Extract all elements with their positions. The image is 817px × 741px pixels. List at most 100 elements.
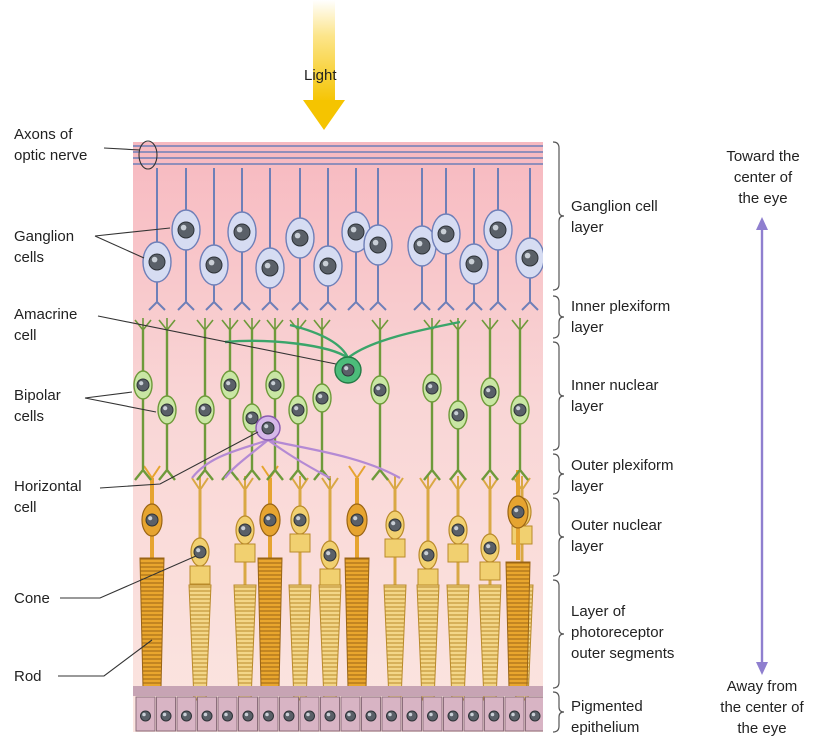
direction-bottom-label: Away from the center of the eye [698, 676, 817, 739]
nucleus [305, 711, 315, 721]
nucleus [452, 524, 464, 536]
nucleus [243, 711, 253, 721]
direction-top-label: Toward the center of the eye [703, 146, 817, 209]
layer-label-inner-plexiform: Inner plexiform layer [571, 296, 670, 338]
cone-label: Cone [14, 588, 50, 609]
nucleus [137, 379, 149, 391]
nucleus [510, 711, 520, 721]
nucleus [389, 519, 401, 531]
pigmented-epithelium-cells [133, 686, 545, 731]
nucleus [199, 404, 211, 416]
nucleus [522, 250, 538, 266]
layer-label-outer-plexiform: Outer plexiform layer [571, 455, 674, 497]
layer-label-photoreceptor-outer-segments: Layer of photoreceptor outer segments [571, 601, 674, 664]
nucleus [489, 711, 499, 721]
nucleus [202, 711, 212, 721]
nucleus [223, 711, 233, 721]
horizontal-cell-label: Horizontal cell [14, 476, 82, 518]
nucleus [146, 514, 158, 526]
nucleus [484, 542, 496, 554]
epithelium-cell [218, 697, 237, 731]
nucleus [320, 258, 336, 274]
nucleus [324, 549, 336, 561]
rod-label: Rod [14, 666, 42, 687]
bracket-5 [553, 580, 564, 688]
nucleus [530, 711, 540, 721]
nucleus [366, 711, 376, 721]
nucleus [512, 506, 524, 518]
bipolar-leader-a [85, 392, 132, 398]
epithelium-cell [157, 697, 176, 731]
bracket-0 [553, 142, 564, 290]
nucleus [224, 379, 236, 391]
epithelium-cell [136, 697, 155, 731]
epithelium-cell [362, 697, 381, 731]
nucleus [469, 711, 479, 721]
nucleus [161, 711, 171, 721]
nucleus [141, 711, 151, 721]
nucleus [264, 711, 274, 721]
nucleus [294, 514, 306, 526]
nucleus [346, 711, 356, 721]
light-label: Light [304, 65, 337, 86]
nucleus [422, 549, 434, 561]
epithelium-cell [177, 697, 196, 731]
nucleus [428, 711, 438, 721]
bracket-1 [553, 296, 564, 338]
nucleus [239, 524, 251, 536]
nucleus [351, 514, 363, 526]
bracket-6 [553, 692, 564, 732]
nucleus [438, 226, 454, 242]
epithelium-cell [239, 697, 258, 731]
layer-label-pigmented-epithelium: Pigmented epithelium [571, 696, 643, 738]
epithelium-cell [423, 697, 442, 731]
layer-label-ganglion: Ganglion cell layer [571, 196, 658, 238]
epithelium-cell [526, 697, 545, 731]
nucleus [246, 412, 258, 424]
epithelium-cell [382, 697, 401, 731]
nucleus [407, 711, 417, 721]
cone-cell [506, 470, 530, 688]
amacrine-cell-label: Amacrine cell [14, 304, 77, 346]
nucleus [264, 514, 276, 526]
nucleus [387, 711, 397, 721]
bracket-4 [553, 498, 564, 576]
nucleus [182, 711, 192, 721]
nucleus [514, 404, 526, 416]
nucleus [161, 404, 173, 416]
nucleus [149, 254, 165, 270]
epithelium-cell [259, 697, 278, 731]
layer-label-outer-nuclear: Outer nuclear layer [571, 515, 662, 557]
bracket-2 [553, 342, 564, 450]
epithelium-cell [341, 697, 360, 731]
nucleus [234, 224, 250, 240]
nucleus [262, 422, 274, 434]
epithelium-cell [444, 697, 463, 731]
nucleus [292, 404, 304, 416]
epithelium-cell [403, 697, 422, 731]
nucleus [414, 238, 430, 254]
epithelium-cell [321, 697, 340, 731]
layer-label-inner-nuclear: Inner nuclear layer [571, 375, 659, 417]
ganglion-cells-label: Ganglion cells [14, 226, 74, 268]
epithelium-cell [505, 697, 524, 731]
nucleus [325, 711, 335, 721]
epithelium-cell [300, 697, 319, 731]
bracket-3 [553, 454, 564, 494]
nucleus [284, 711, 294, 721]
nucleus [269, 379, 281, 391]
bipolar-cells-label: Bipolar cells [14, 385, 61, 427]
epithelium-cell [198, 697, 217, 731]
layer-brackets [553, 142, 564, 732]
nucleus [348, 224, 364, 240]
epithelium-cell [485, 697, 504, 731]
nucleus [448, 711, 458, 721]
nucleus [262, 260, 278, 276]
direction-arrow [756, 217, 768, 675]
nucleus [452, 409, 464, 421]
nucleus [426, 382, 438, 394]
epithelium-cell [280, 697, 299, 731]
nucleus [316, 392, 328, 404]
